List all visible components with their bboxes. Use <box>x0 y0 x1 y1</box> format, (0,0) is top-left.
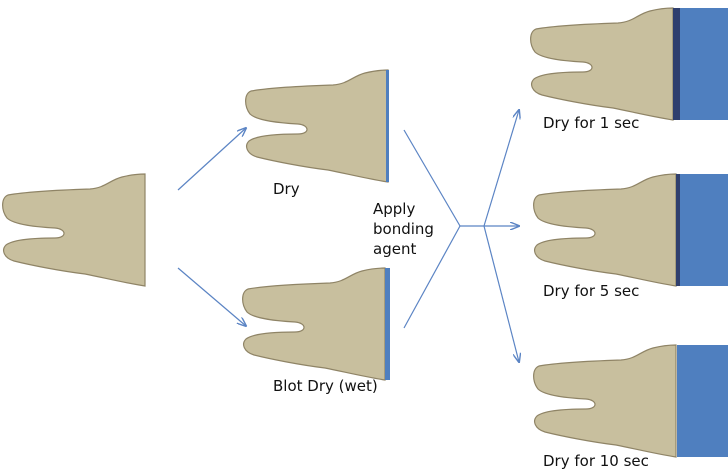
thin-moist-layer-dry <box>386 70 389 182</box>
water-layer-wet <box>385 268 390 380</box>
tooth-dry-1s <box>530 7 674 121</box>
tooth-dry <box>245 69 389 183</box>
composite-block-1s <box>680 8 728 120</box>
line-from-blot-dry <box>403 225 461 329</box>
line-from-dry <box>403 129 461 227</box>
composite-block-5s <box>680 174 728 286</box>
tooth-original <box>2 173 146 287</box>
label-dry: Dry <box>273 180 300 198</box>
label-apply-line2: bonding <box>373 220 434 238</box>
label-apply-line1: Apply <box>373 200 415 218</box>
bond-layer-5s <box>676 174 680 286</box>
composite-block-10s <box>677 345 728 457</box>
label-dry-5s: Dry for 5 sec <box>543 282 639 300</box>
label-blot-dry: Blot Dry (wet) <box>273 377 378 395</box>
bond-layer-1s <box>673 8 680 120</box>
arrow-to-blot-dry <box>177 267 246 326</box>
arrow-to-dry-1s <box>483 110 519 227</box>
arrow-to-dry <box>177 128 246 191</box>
arrow-to-dry-10s <box>483 225 519 362</box>
label-dry-10s: Dry for 10 sec <box>543 452 649 470</box>
tooth-blot-dry <box>242 267 386 381</box>
tooth-dry-10s <box>533 344 677 458</box>
label-apply-line3: agent <box>373 240 416 258</box>
label-dry-1s: Dry for 1 sec <box>543 114 639 132</box>
tooth-dry-5s <box>533 173 677 287</box>
